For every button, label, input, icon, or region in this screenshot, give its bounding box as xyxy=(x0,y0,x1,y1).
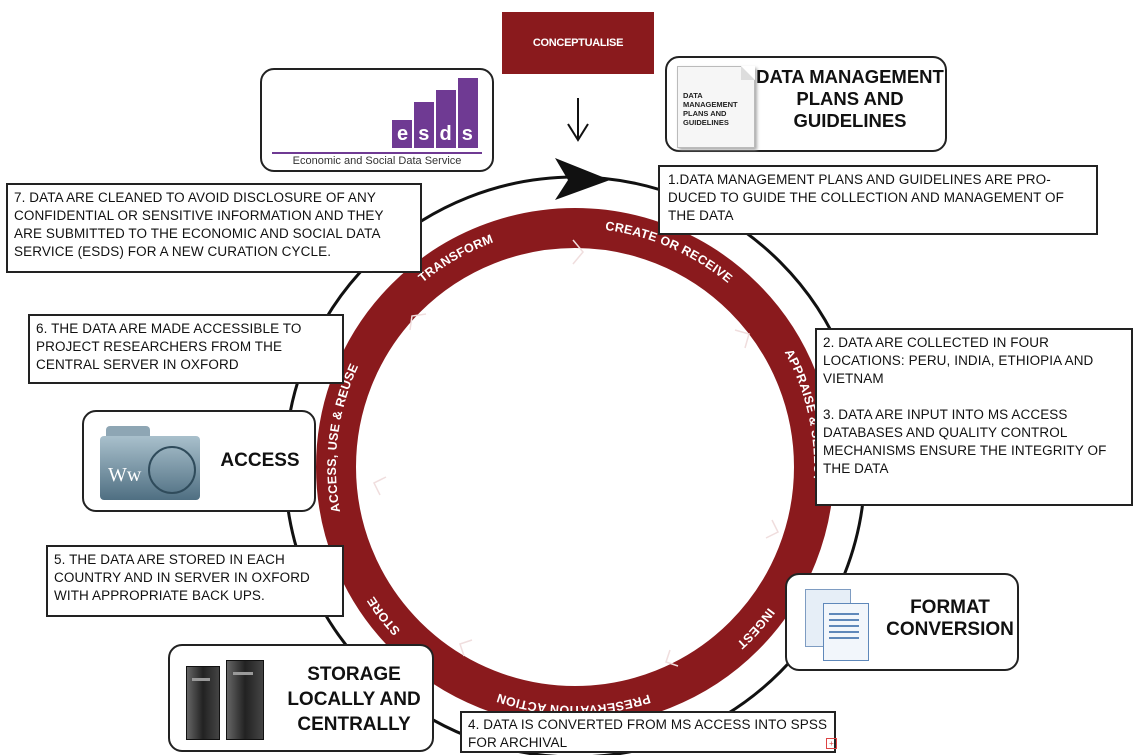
format-conversion-box: FORMAT CONVERSION xyxy=(785,573,1019,671)
esds-divider xyxy=(272,152,482,154)
dmp-box: DATA MANAGEMENT PLANS AND GUIDELINES DAT… xyxy=(665,56,947,152)
server-towers-icon xyxy=(186,660,270,740)
dmp-title: DATA MANAGEMENT PLANS AND GUIDELINES xyxy=(756,66,944,131)
document-icon-text: DATA MANAGEMENT PLANS AND GUIDELINES xyxy=(683,91,738,127)
esds-caption: Economic and Social Data Service xyxy=(292,155,462,167)
storage-box: STORAGE LOCALLY AND CENTRALLY xyxy=(168,644,434,752)
small-plus-icon: + xyxy=(826,738,837,749)
step-6-box: 6. THE DATA ARE MADE ACCESSIBLE TO PROJE… xyxy=(28,314,344,384)
documents-icon xyxy=(805,589,875,661)
ring-chevrons xyxy=(372,239,780,667)
conceptualise-box: CONCEPTUALISE xyxy=(502,12,654,74)
down-arrow-head xyxy=(567,123,589,142)
folder-icon-text: Ww xyxy=(108,464,142,486)
cycle-arrow-head xyxy=(555,158,610,200)
access-box: Ww ACCESS xyxy=(82,410,316,512)
storage-title: STORAGE LOCALLY AND CENTRALLY xyxy=(287,664,421,735)
step-5-box: 5. THE DATA ARE STORED IN EACH COUNTRY A… xyxy=(46,545,344,617)
step-2-3-box: 2. DATA ARE COLLECTED IN FOUR LOCATIONS:… xyxy=(815,328,1133,506)
step-2-text: 2. DATA ARE COLLECTED IN FOUR LOCATIONS:… xyxy=(823,335,1094,386)
conceptualise-label: CONCEPTUALISE xyxy=(532,37,624,49)
folder-globe-icon: Ww xyxy=(100,426,200,500)
step-1-box: 1.DATA MANAGEMENT PLANS AND GUIDELINES A… xyxy=(658,165,1098,235)
lifecycle-ring xyxy=(316,208,834,726)
document-icon: DATA MANAGEMENT PLANS AND GUIDELINES xyxy=(677,66,755,148)
step-7-box: 7. DATA ARE CLEANED TO AVOID DISCLOSURE … xyxy=(6,183,422,273)
step-4-box: 4. DATA IS CONVERTED FROM MS ACCESS INTO… xyxy=(460,711,836,753)
step-3-text: 3. DATA ARE INPUT INTO MS ACCESS DATABAS… xyxy=(823,407,1107,476)
format-conversion-title: FORMAT CONVERSION xyxy=(886,597,1014,640)
access-title: ACCESS xyxy=(220,450,300,471)
